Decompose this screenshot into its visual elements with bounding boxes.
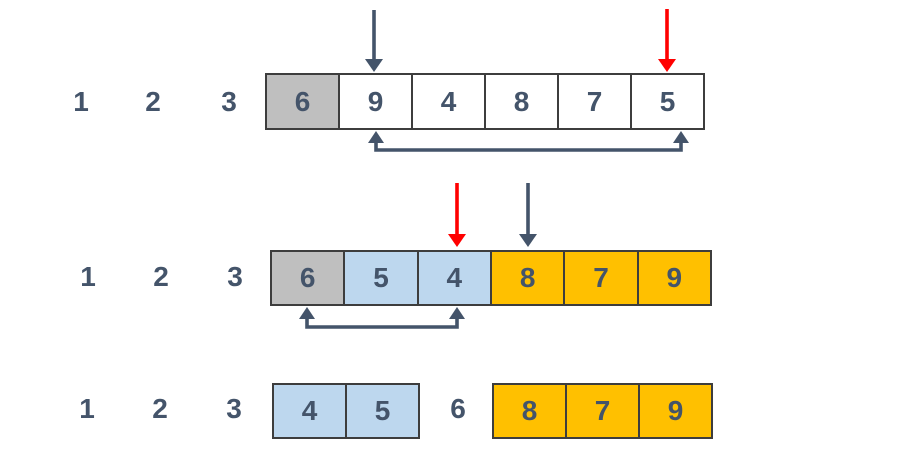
array-cell: 5 (347, 385, 418, 437)
array-step-3-left-partition: 4 5 (272, 383, 420, 439)
swap-connector-step2 (299, 307, 465, 329)
array-step-3-right-partition: 8 7 9 (492, 383, 713, 439)
array-cell: 8 (491, 252, 566, 304)
index-label: 3 (227, 261, 243, 292)
down-arrow-red-step1 (658, 9, 676, 72)
array-cell: 4 (274, 385, 347, 437)
array-step-1: 6 9 4 8 7 5 (265, 73, 705, 130)
index-label: 3 (221, 86, 237, 117)
array-cell: 9 (340, 75, 413, 128)
array-cell: 4 (413, 75, 486, 128)
down-arrow-dark-step1 (365, 10, 383, 72)
array-cell: 9 (640, 385, 711, 437)
array-cell: 4 (418, 252, 492, 304)
pivot-label: 6 (450, 393, 466, 424)
array-cell: 7 (567, 385, 640, 437)
array-cell: 8 (486, 75, 559, 128)
array-cell: 8 (494, 385, 567, 437)
array-cell: 5 (345, 252, 419, 304)
index-label: 1 (80, 261, 96, 292)
array-cell: 5 (632, 75, 703, 128)
index-label: 2 (152, 393, 168, 424)
array-step-2: 6 5 4 8 7 9 (270, 250, 712, 306)
index-label: 1 (79, 393, 95, 424)
array-cell-pivot: 6 (267, 75, 340, 128)
index-label: 2 (153, 261, 169, 292)
array-cell: 9 (638, 252, 710, 304)
index-label: 1 (73, 86, 89, 117)
array-cell-pivot: 6 (272, 252, 346, 304)
array-cell: 7 (559, 75, 632, 128)
index-label: 3 (226, 393, 242, 424)
swap-connector-step1 (368, 131, 689, 152)
down-arrow-red-step2 (448, 183, 466, 247)
index-label: 2 (145, 86, 161, 117)
down-arrow-dark-step2 (519, 183, 537, 247)
array-cell: 7 (565, 252, 639, 304)
